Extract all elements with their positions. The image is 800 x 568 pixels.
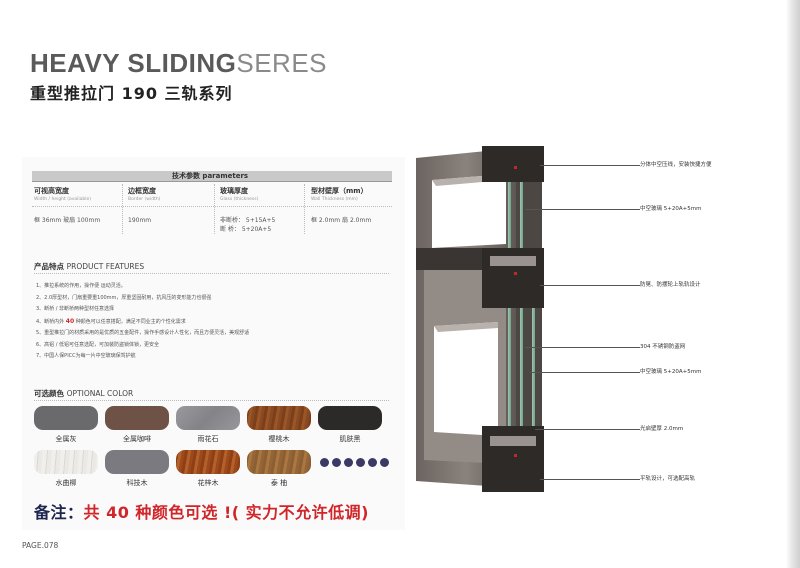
door-profile-illustration <box>416 146 544 492</box>
page-number: PAGE.078 <box>22 541 59 550</box>
swatch-cherry-wood <box>247 406 311 430</box>
swatch-label: 樱桃木 <box>268 435 290 443</box>
list-item: 6、高铝 / 低铝可任意选配，可加装防盗锁体锁，更安全 <box>36 341 160 348</box>
param-glass-thickness: 玻璃厚度 Glass (thickness) 非断桥： 5+15A+5 断 桥：… <box>220 187 276 233</box>
swatch-label: 全属灰 <box>55 435 77 443</box>
callout-anti-sway: 防晃、防摆轮上轨轨设计 <box>640 282 701 288</box>
series-title: HEAVY SLIDINGSERES <box>30 48 328 78</box>
list-item: 4、断桥内外 40 种颜色可以任意搭配，满足不同业主的个性化需求 <box>36 317 186 325</box>
page-edge <box>786 0 800 568</box>
swatch-metal-grey <box>34 406 98 430</box>
swatch-label: 雨花石 <box>197 435 219 443</box>
more-colors-dots <box>320 458 389 467</box>
param-visible-width: 可视高宽度 Width / height (available) 框 36mm … <box>34 187 101 224</box>
features-list: 1、推拉系统的作用，操作便 运动灵活。 2、2.0厚型材，门扇重要重100mm，… <box>36 281 386 363</box>
swatch-label: 泰 柚 <box>270 479 288 487</box>
param-border-width: 边框宽度 Border (width) 190mm <box>128 187 161 224</box>
parameters-header: 技术参数 parameters <box>32 171 392 182</box>
features-title: 产品特点 PRODUCT FEATURES <box>34 262 145 271</box>
swatch-skin-black <box>318 406 382 430</box>
callout-insulated-glass: 中空玻璃 5+20A+5mm <box>640 206 702 212</box>
list-item: 7、中国人保PICC为每一片中空玻璃保驾护航 <box>36 353 136 359</box>
swatch-label: 全属咖啡 <box>123 435 151 443</box>
list-item: 5、重型推拉门的材质采用的是优质的五金配件，操作手感设计人性化，而且方便灵活，美… <box>36 330 250 336</box>
swatch-ash-wood <box>34 450 98 474</box>
swatch-metal-coffee <box>105 406 169 430</box>
swatch-label: 花梓木 <box>197 479 219 487</box>
swatch-label: 水曲柳 <box>55 479 77 487</box>
swatch-tech-wood <box>105 450 169 474</box>
callout-flat-track: 平轨设计，可选配高轨 <box>640 476 696 482</box>
swatch-catalpa-wood <box>176 450 240 474</box>
swatch-label: 肌肤黑 <box>339 435 361 443</box>
swatch-teak <box>247 450 311 474</box>
color-note: 备注：共 40 种颜色可选 !( 实力不允许低调) <box>34 503 369 522</box>
list-item: 3、断桥 / 非断桥两种型材任意选择 <box>36 306 115 312</box>
swatch-label: 科技木 <box>126 479 148 487</box>
param-wall-thickness: 型材壁厚（mm） Wall Thickness (mm) 框 2.0mm 扇 2… <box>311 187 372 224</box>
callout-split-bead: 分体中空压线，安装快捷方便 <box>640 162 712 168</box>
swatch-rain-stone <box>176 406 240 430</box>
list-item: 1、推拉系统的作用，操作便 运动灵活。 <box>36 283 126 289</box>
callout-stainless-net: 304 不锈钢防盗网 <box>640 344 686 350</box>
list-item: 2、2.0厚型材，门扇重要重100mm，厚重坚固耐用，抗风压的变形能力也很强 <box>36 294 212 301</box>
colors-title: 可选颜色 OPTIONAL COLOR <box>34 389 134 398</box>
series-subtitle: 重型推拉门 190 三轨系列 <box>30 84 233 103</box>
callout-wall-thickness: 光启壁厚 2.0mm <box>640 426 684 432</box>
callout-insulated-glass-2: 中空玻璃 5+20A+5mm <box>640 369 702 375</box>
